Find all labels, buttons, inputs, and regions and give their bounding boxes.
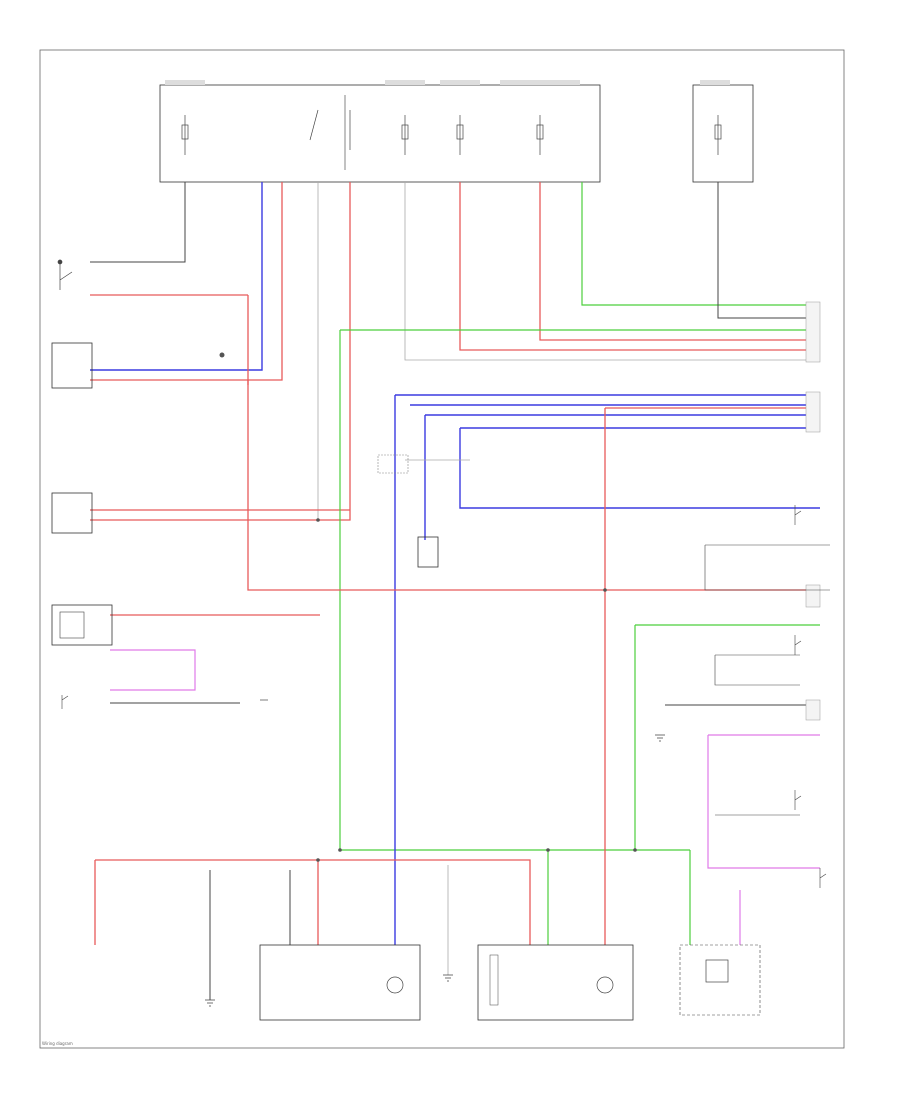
component-center-relay — [377, 454, 439, 568]
component-relay-left — [51, 604, 113, 646]
component-ecu-1 — [51, 342, 93, 389]
component-left-rear-combination-light — [259, 944, 421, 1021]
component-door-switch — [57, 259, 73, 290]
ground-symbols — [205, 699, 665, 1007]
fuse-symbols — [181, 109, 722, 155]
wires-bottom — [94, 624, 820, 1000]
right-connectors — [805, 301, 821, 721]
component-license-plate-light — [679, 944, 761, 1016]
fuse-relay-block-right — [692, 80, 754, 183]
component-right-rear-combination-light — [477, 944, 634, 1021]
splice-points — [219, 352, 637, 862]
fuse-relay-block-main — [159, 80, 601, 183]
footer-id: Wiring diagram — [42, 1041, 73, 1046]
wires-main-runs — [110, 329, 820, 945]
component-ecu-2 — [51, 492, 93, 534]
diagram-frame — [39, 49, 845, 1049]
component-right-switches — [704, 505, 830, 888]
wires-top-verticals — [90, 182, 820, 521]
component-light-switch-left — [61, 695, 69, 709]
